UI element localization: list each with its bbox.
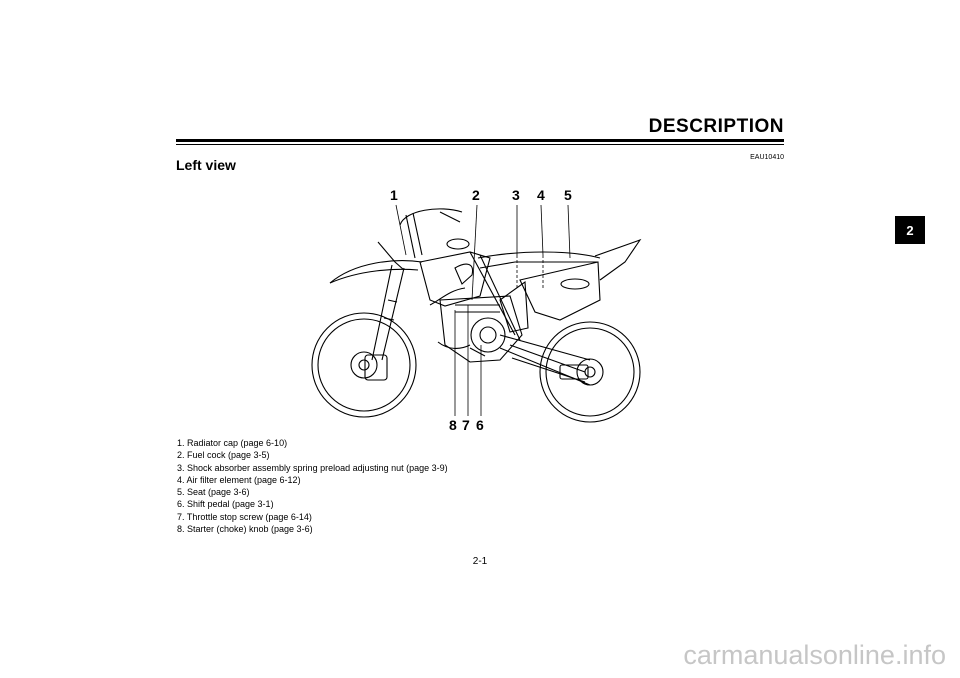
header-rule bbox=[176, 139, 784, 142]
document-code: EAU10410 bbox=[750, 154, 784, 161]
page-heading: Left view bbox=[176, 157, 236, 173]
callout-5: 5 bbox=[564, 187, 572, 203]
callout-7: 7 bbox=[462, 417, 470, 433]
legend-list: 1. Radiator cap (page 6-10) 2. Fuel cock… bbox=[177, 437, 448, 535]
legend-item: 7. Throttle stop screw (page 6-14) bbox=[177, 511, 312, 522]
chapter-tab[interactable]: 2 bbox=[895, 216, 925, 244]
callout-8: 8 bbox=[449, 417, 457, 433]
legend-item: 6. Shift pedal (page 3-1) bbox=[177, 499, 274, 510]
legend-item: 1. Radiator cap (page 6-10) bbox=[177, 438, 288, 448]
legend-item: 8. Starter (choke) knob (page 3-6) bbox=[177, 524, 313, 535]
section-title: DESCRIPTION bbox=[648, 116, 784, 137]
callout-2: 2 bbox=[472, 187, 480, 203]
motorcycle-illustration bbox=[311, 204, 642, 423]
callout-3: 3 bbox=[512, 187, 520, 203]
callout-6: 6 bbox=[476, 417, 484, 433]
legend-item: 2. Fuel cock (page 3-5) bbox=[177, 450, 270, 461]
page-number: 2-1 bbox=[472, 556, 488, 567]
legend-item: 3. Shock absorber assembly spring preloa… bbox=[177, 462, 448, 473]
watermark: carmanualsonline.info bbox=[683, 640, 946, 670]
header-rule-thin bbox=[176, 144, 784, 145]
legend-item: 4. Air filter element (page 6-12) bbox=[177, 474, 301, 485]
legend-item: 5. Seat (page 3-6) bbox=[177, 487, 250, 498]
callout-1: 1 bbox=[390, 187, 398, 203]
callout-4: 4 bbox=[537, 187, 545, 203]
